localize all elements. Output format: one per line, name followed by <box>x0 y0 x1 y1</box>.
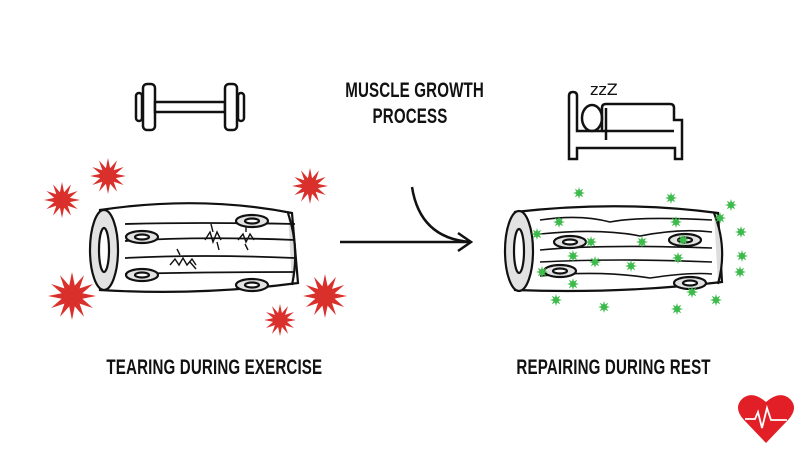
repair-sparkle-icon <box>736 250 748 262</box>
sleep-zzz: zzZ <box>590 80 618 99</box>
heart-pulse-logo <box>737 395 795 443</box>
left-caption: TEARING DURING EXERCISE <box>106 356 323 379</box>
diagram-title: MUSCLE GROWTH PROCESS <box>345 78 484 130</box>
repair-sparkle-icon <box>710 294 722 306</box>
repair-sparkle-icon <box>677 234 689 246</box>
torn-muscle-fiber <box>88 202 300 293</box>
tear-burst-icon <box>48 272 96 320</box>
repair-sparkle-icon <box>585 236 597 248</box>
repair-sparkle-icon <box>589 256 601 268</box>
repair-sparkle-icon <box>672 252 684 264</box>
repair-sparkle-icon <box>686 286 698 298</box>
repairing-muscle-fiber <box>503 205 724 293</box>
tear-burst-icon <box>292 168 328 204</box>
tear-burst-icon <box>44 182 80 218</box>
title-line-1: MUSCLE GROWTH <box>345 79 484 102</box>
repair-sparkle-icon <box>665 192 677 204</box>
tear-burst-icon <box>264 304 296 336</box>
repair-sparkle-icon <box>598 301 610 313</box>
repair-sparkle-icon <box>550 294 562 306</box>
title-line-2: PROCESS <box>372 105 448 128</box>
repair-sparkle-icon <box>714 212 726 224</box>
repair-sparkle-icon <box>567 250 579 262</box>
repair-sparkle-icon <box>553 216 565 228</box>
repair-sparkle-icon <box>531 228 543 240</box>
tear-burst-icon <box>90 158 126 194</box>
tear-burst-icon <box>303 274 347 318</box>
repair-sparkle-icon <box>725 199 737 211</box>
repair-sparkle-icon <box>567 278 579 290</box>
repair-sparkle-icon <box>671 303 683 315</box>
repair-sparkle-icon <box>734 266 746 278</box>
curved-arrow-icon <box>410 186 474 253</box>
repair-sparkle-icon <box>536 266 548 278</box>
repair-sparkle-icon <box>625 260 637 272</box>
dumbbell-icon <box>134 82 246 132</box>
repair-sparkle-icon <box>670 216 682 228</box>
repair-sparkle-icon <box>636 236 648 248</box>
repair-sparkle-icon <box>735 226 747 238</box>
right-caption: REPAIRING DURING REST <box>516 356 711 379</box>
repair-sparkle-icon <box>573 187 585 199</box>
bed-sleeping-icon: zzZ <box>567 80 684 161</box>
